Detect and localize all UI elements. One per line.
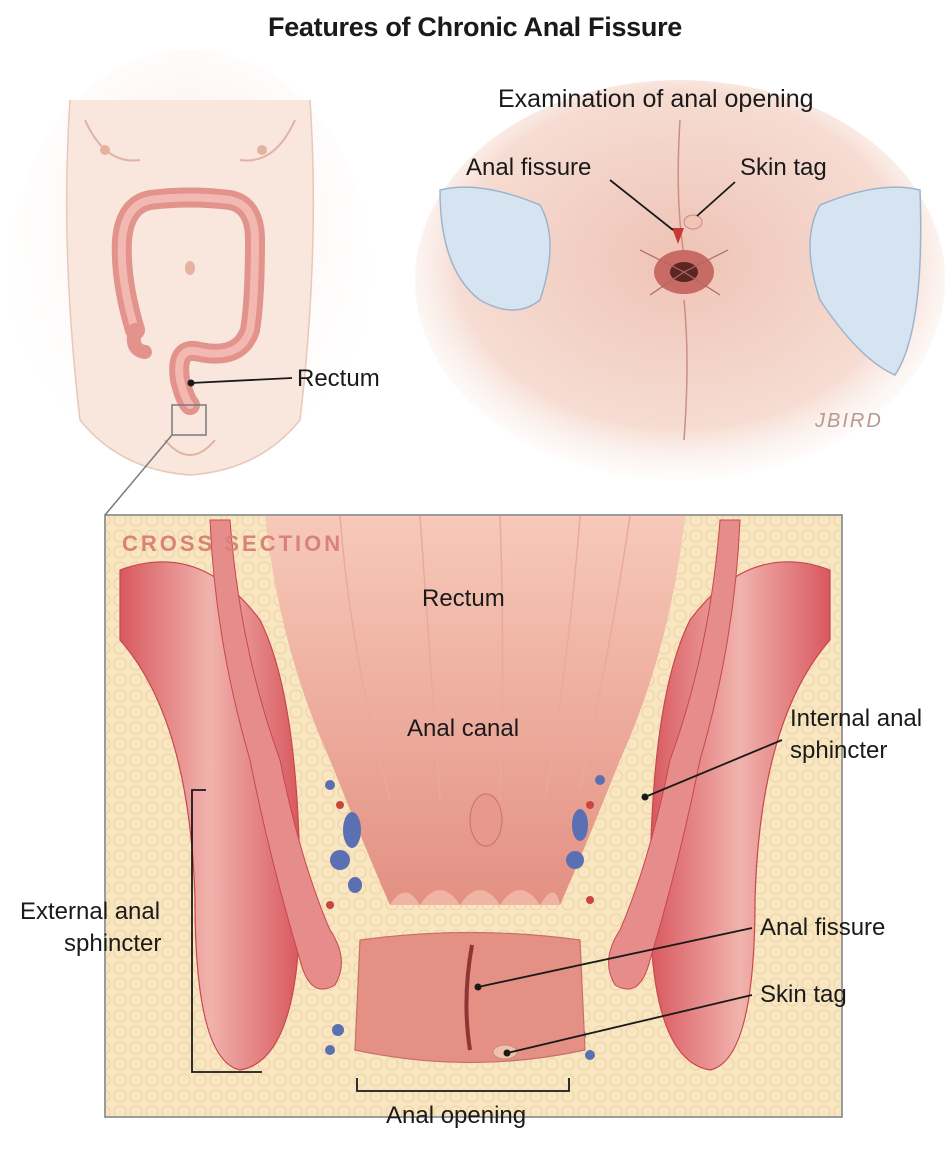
rectum-leader	[190, 377, 293, 384]
internal-sphincter-label-line2: sphincter	[790, 737, 888, 764]
external-sphincter-label-line1: External anal	[20, 898, 161, 925]
internal-sphincter-label-line1: Internal anal	[790, 705, 923, 732]
cross-skin-tag-label: Skin tag	[760, 981, 847, 1008]
anal-opening-bracket	[356, 1078, 570, 1092]
exam-skin-tag	[683, 214, 703, 230]
artist-signature: JBIRD	[815, 410, 883, 432]
rectum-inset-box	[171, 404, 207, 436]
figure-title: Features of Chronic Anal Fissure	[268, 12, 682, 42]
vessels-left	[325, 780, 362, 1055]
exam-skin-tag-leader	[696, 181, 736, 217]
cross-rectum-label: Rectum	[422, 585, 505, 612]
external-sphincter-label-line2: sphincter	[64, 930, 162, 957]
exam-heading: Examination of anal opening	[498, 85, 814, 113]
exam-fissure-label: Anal fissure	[466, 154, 592, 181]
exam-fissure-leader	[609, 179, 674, 231]
anal-opening-label: Anal opening	[386, 1102, 527, 1129]
body-rectum-label: Rectum	[297, 365, 380, 392]
cross-section-illustration	[106, 515, 841, 1116]
colon-illustration	[111, 187, 265, 415]
cross-skin-tag-leader	[506, 994, 753, 1054]
cross-section-heading: CROSS SECTION	[122, 531, 344, 556]
anal-canal-label: Anal canal	[407, 715, 520, 742]
external-sphincter-bracket	[191, 789, 262, 1073]
exam-illustration	[415, 80, 945, 480]
cross-fissure-label: Anal fissure	[760, 914, 886, 941]
cross-fissure-leader	[477, 927, 753, 988]
internal-sphincter-leader	[644, 739, 783, 798]
exam-skin-tag-label: Skin tag	[740, 154, 827, 181]
torso-illustration	[10, 50, 370, 490]
